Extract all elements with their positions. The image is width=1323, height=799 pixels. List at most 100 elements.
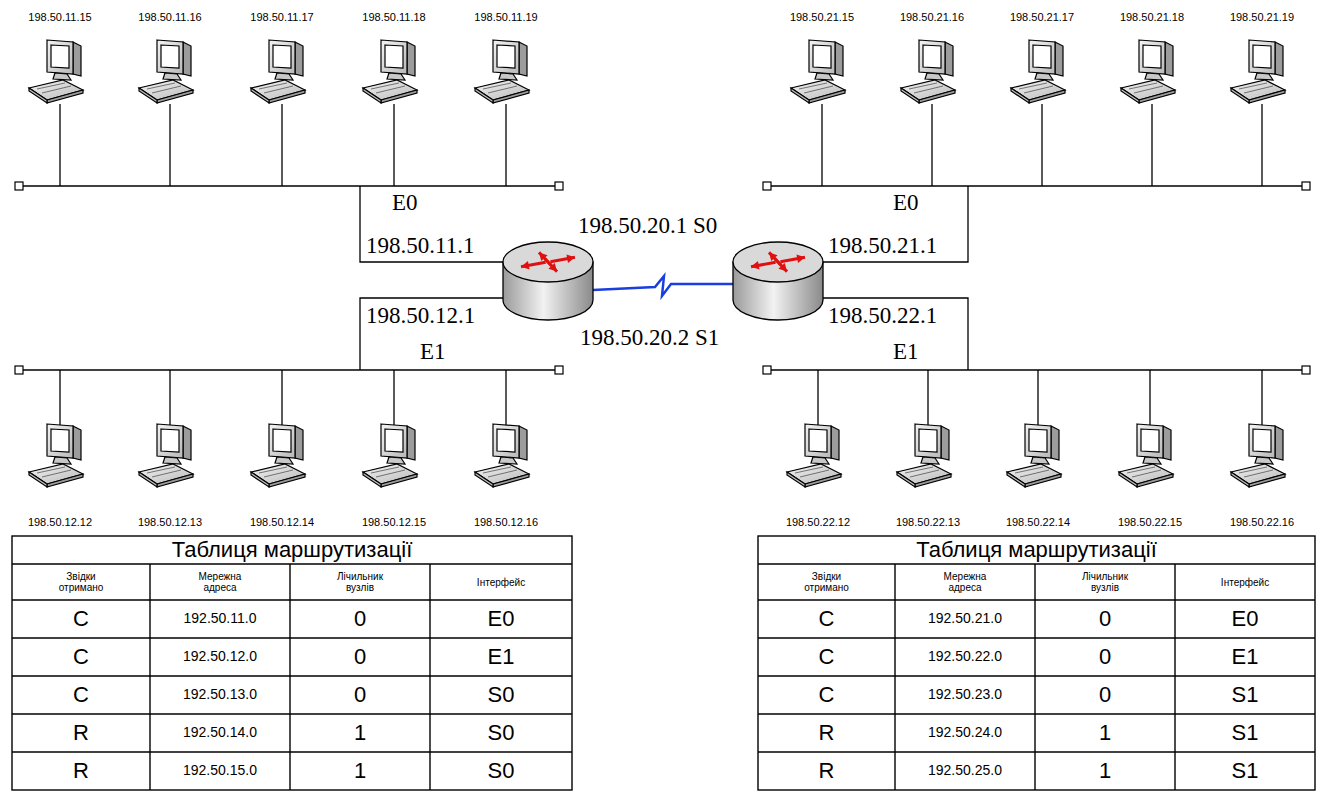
interface-label: E0 — [893, 189, 919, 216]
computer-icon — [359, 36, 429, 106]
interface-label: E1 — [893, 338, 919, 365]
interface-label: 198.50.21.1 — [828, 232, 937, 259]
table-cell: S1 — [1176, 677, 1314, 713]
table-header: Лічильник вузлів — [291, 565, 429, 599]
computer-node: 198.50.21.18 — [1097, 8, 1207, 120]
table-cell: 192.50.11.0 — [151, 601, 289, 637]
ip-address: 198.50.21.16 — [877, 10, 987, 24]
computer-icon — [359, 420, 429, 490]
table-cell: 192.50.23.0 — [896, 677, 1034, 713]
interface-label: 198.50.22.1 — [828, 302, 937, 329]
serial-link — [593, 276, 733, 296]
computer-icon — [25, 36, 95, 106]
computer-node: 198.50.11.18 — [339, 8, 449, 120]
ip-address: 198.50.11.17 — [227, 10, 337, 24]
computer-icon — [1115, 420, 1185, 490]
table-cell: C — [759, 601, 894, 637]
ip-address: 198.50.22.14 — [983, 515, 1093, 529]
table-cell: 1 — [291, 753, 429, 789]
computer-node: 198.50.11.17 — [227, 8, 337, 120]
table-cell: E1 — [1176, 639, 1314, 675]
ip-address: 198.50.11.16 — [115, 10, 225, 24]
table-title: Таблиця маршрутизації — [759, 537, 1314, 563]
table-title: Таблиця маршрутизації — [13, 537, 571, 563]
table-grid — [12, 536, 1315, 790]
router-symbol — [733, 242, 823, 320]
interface-label: E1 — [420, 338, 446, 365]
ip-address: 198.50.21.17 — [987, 10, 1097, 24]
table-cell: 1 — [1036, 753, 1174, 789]
table-cell: E0 — [431, 601, 571, 637]
table-cell: 192.50.14.0 — [151, 715, 289, 751]
table-cell: 192.50.21.0 — [896, 601, 1034, 637]
ip-address: 198.50.11.19 — [451, 10, 561, 24]
computer-icon — [471, 420, 541, 490]
interface-label: 198.50.12.1 — [366, 302, 475, 329]
table-header: Інтерфейс — [1176, 565, 1314, 599]
computer-icon — [783, 420, 853, 490]
table-header: Лічильник вузлів — [1036, 565, 1174, 599]
table-cell: 192.50.13.0 — [151, 677, 289, 713]
table-cell: 0 — [291, 639, 429, 675]
computer-icon — [1007, 36, 1077, 106]
table-header: Мережна адреса — [151, 565, 289, 599]
table-cell: R — [759, 753, 894, 789]
table-cell: S0 — [431, 677, 571, 713]
ip-address: 198.50.22.13 — [873, 515, 983, 529]
computer-icon — [1117, 36, 1187, 106]
ip-address: 198.50.22.16 — [1207, 515, 1317, 529]
computer-icon — [1003, 420, 1073, 490]
computer-node: 198.50.21.15 — [767, 8, 877, 120]
computer-icon — [897, 36, 967, 106]
computer-node: 198.50.12.14 — [227, 420, 337, 532]
computer-icon — [135, 420, 205, 490]
bus-terminators — [15, 182, 1310, 374]
table-header: Інтерфейс — [431, 565, 571, 599]
computer-node: 198.50.22.15 — [1095, 420, 1205, 532]
table-cell: C — [759, 639, 894, 675]
computer-node: 198.50.11.16 — [115, 8, 225, 120]
computer-icon — [787, 36, 857, 106]
table-cell: 1 — [291, 715, 429, 751]
table-cell: 192.50.24.0 — [896, 715, 1034, 751]
computer-icon — [1227, 420, 1297, 490]
table-cell: 0 — [1036, 677, 1174, 713]
table-cell: E1 — [431, 639, 571, 675]
table-cell: 192.50.15.0 — [151, 753, 289, 789]
computer-node: 198.50.11.19 — [451, 8, 561, 120]
ip-address: 198.50.12.15 — [339, 515, 449, 529]
interface-label: E0 — [392, 189, 418, 216]
computer-node: 198.50.21.17 — [987, 8, 1097, 120]
computer-node: 198.50.12.12 — [5, 420, 115, 532]
computer-node: 198.50.12.13 — [115, 420, 225, 532]
ip-address: 198.50.11.18 — [339, 10, 449, 24]
table-cell: C — [13, 677, 149, 713]
computer-node: 198.50.22.12 — [763, 420, 873, 532]
ip-address: 198.50.22.15 — [1095, 515, 1205, 529]
table-cell: R — [13, 753, 149, 789]
table-cell: 192.50.22.0 — [896, 639, 1034, 675]
table-cell: S1 — [1176, 753, 1314, 789]
ip-address: 198.50.22.12 — [763, 515, 873, 529]
table-cell: 0 — [1036, 639, 1174, 675]
ip-address: 198.50.21.18 — [1097, 10, 1207, 24]
table-cell: C — [13, 639, 149, 675]
table-cell: S0 — [431, 753, 571, 789]
table-cell: E0 — [1176, 601, 1314, 637]
table-cell: 192.50.25.0 — [896, 753, 1034, 789]
computer-node: 198.50.11.15 — [5, 8, 115, 120]
table-header: Мережна адреса — [896, 565, 1034, 599]
interface-label: 198.50.20.1 S0 — [578, 212, 717, 239]
computer-node: 198.50.22.14 — [983, 420, 1093, 532]
computer-icon — [135, 36, 205, 106]
computer-node: 198.50.12.15 — [339, 420, 449, 532]
table-header: Звідки отримано — [759, 565, 894, 599]
computer-icon — [1227, 36, 1297, 106]
ip-address: 198.50.21.15 — [767, 10, 877, 24]
table-header: Звідки отримано — [13, 565, 149, 599]
table-cell: C — [759, 677, 894, 713]
table-cell: R — [759, 715, 894, 751]
table-cell: 192.50.12.0 — [151, 639, 289, 675]
